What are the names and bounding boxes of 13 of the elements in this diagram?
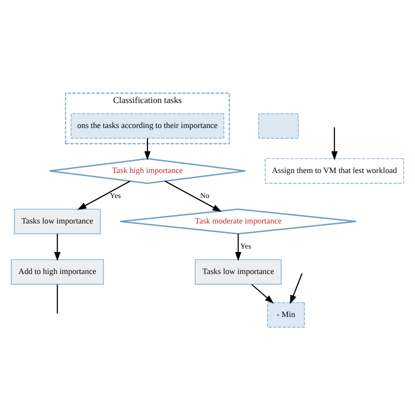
- edge-label: Yes: [240, 242, 252, 251]
- arrow: [54, 234, 61, 262]
- arrow: [164, 180, 222, 212]
- arrow: [144, 138, 151, 160]
- arrow: [235, 234, 242, 262]
- connector: [56, 284, 58, 314]
- arrow: [290, 273, 303, 304]
- arrow: [77, 180, 130, 210]
- arrow: [331, 127, 338, 160]
- edge-label: Yes: [110, 191, 121, 200]
- edge-label: No: [200, 191, 210, 200]
- node-box: [258, 113, 299, 139]
- arrow: [251, 284, 274, 304]
